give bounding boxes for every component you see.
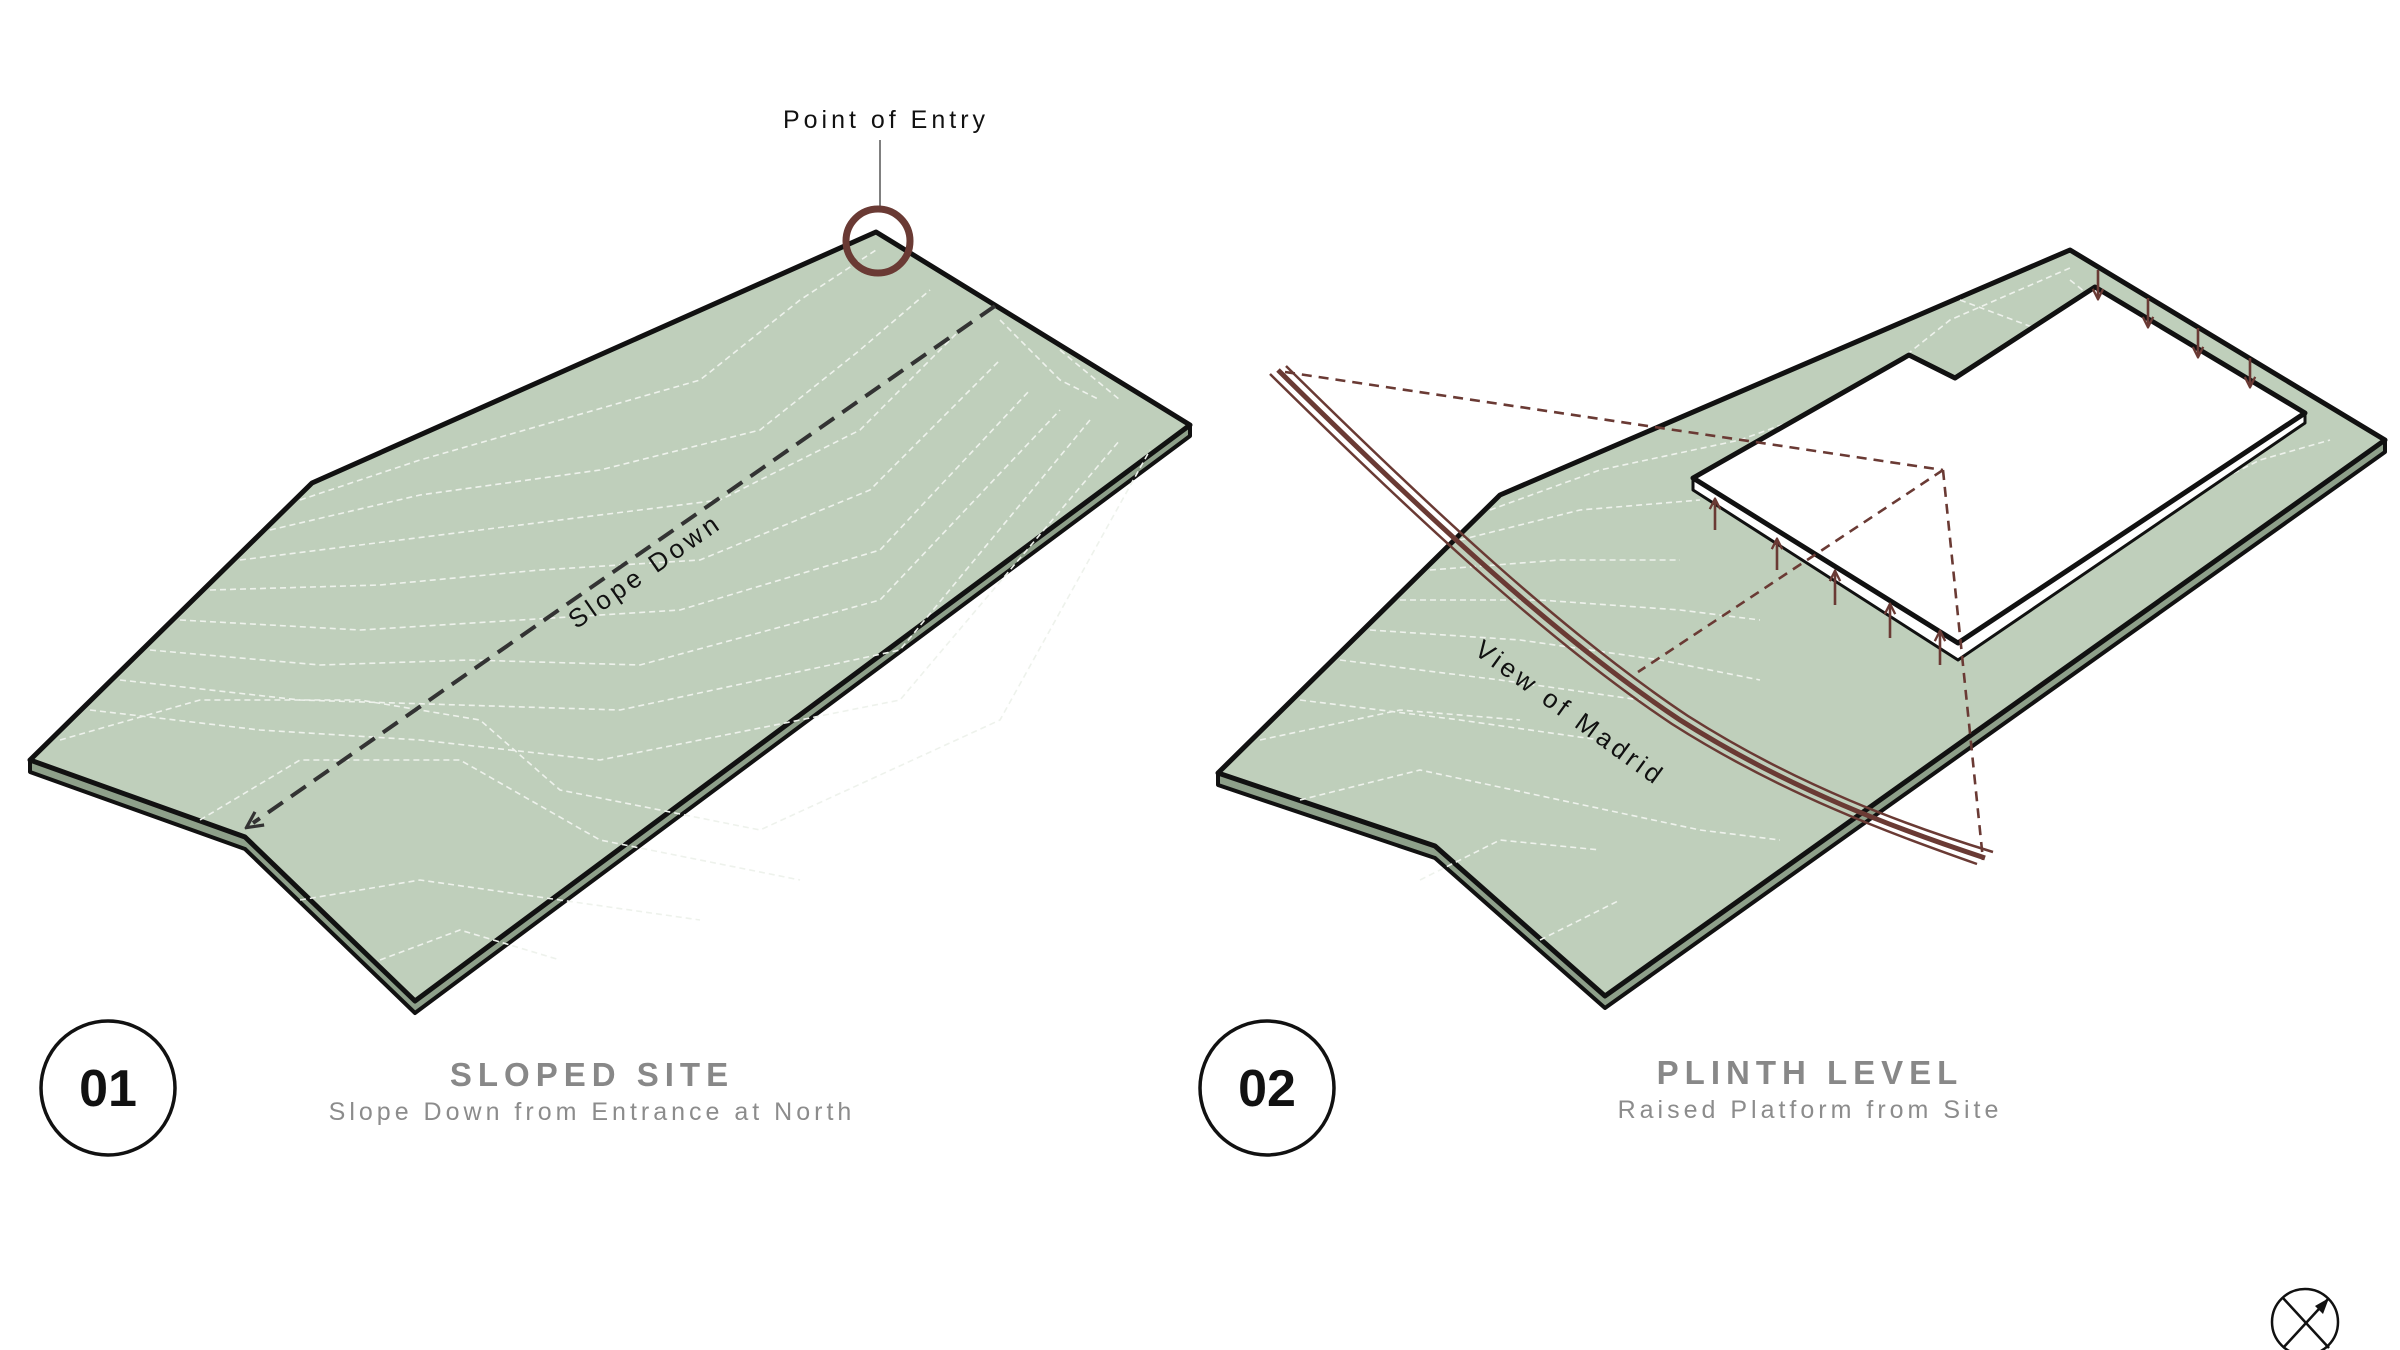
- panel-sloped-site: Slope Down Point of Entry: [27, 106, 1193, 1015]
- panel-number-02: 02: [1238, 1060, 1296, 1118]
- view-cone: [1284, 370, 1985, 861]
- panel-number-badge-02: [1198, 1019, 1336, 1157]
- caption-subtitle-02: Raised Platform from Site: [1618, 1096, 2003, 1124]
- panel-plinth-level: View of Madrid: [1215, 247, 2388, 1010]
- plinth-edge-arrows: [2098, 270, 2250, 386]
- point-of-entry-label: Point of Entry: [783, 106, 989, 134]
- panel-number-01: 01: [79, 1060, 137, 1118]
- sloped-site-surface: [27, 229, 1193, 1004]
- plinth-raise-arrows: [1715, 500, 1940, 665]
- contour-lines: [59, 249, 1151, 961]
- panel-number-badge-01: [39, 1019, 177, 1157]
- caption-title-01: SLOPED SITE: [450, 1056, 734, 1093]
- caption-02: 02 PLINTH LEVEL Raised Platform from Sit…: [1198, 1019, 2003, 1157]
- caption-title-02: PLINTH LEVEL: [1657, 1054, 1964, 1091]
- slope-down-arrow: [253, 304, 997, 823]
- entry-marker-circle: [842, 205, 914, 277]
- caption-01: 01 SLOPED SITE Slope Down from Entrance …: [39, 1019, 856, 1157]
- caption-subtitle-01: Slope Down from Entrance at North: [329, 1098, 856, 1126]
- north-arrow-icon: [2270, 1287, 2340, 1350]
- raised-platform: [1690, 284, 2308, 646]
- road-curve: [1269, 365, 1994, 866]
